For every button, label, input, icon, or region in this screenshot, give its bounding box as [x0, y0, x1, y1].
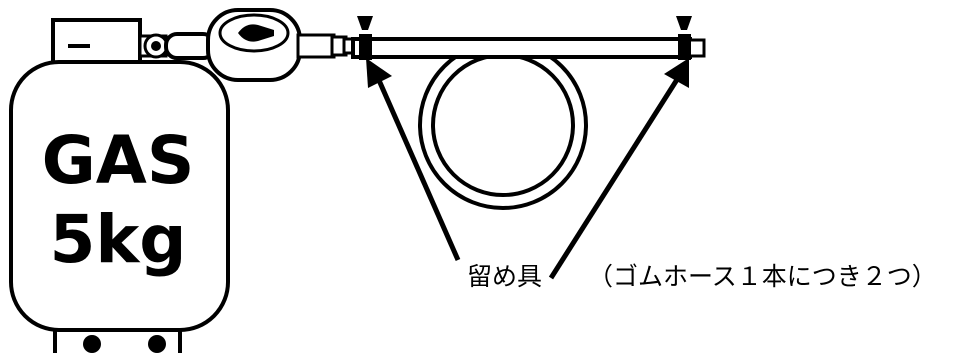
- clamp-left-top: [357, 16, 373, 30]
- gas-cylinder-icon: GAS 5kg: [11, 20, 228, 353]
- clamp-right-top: [676, 16, 692, 30]
- outlet-pipe: [298, 35, 334, 57]
- hose-clamp-icon-left: [357, 16, 373, 60]
- fastener-label: 留め具: [467, 262, 542, 291]
- arrow-left-shaft: [378, 78, 458, 260]
- pressure-regulator-icon: [208, 10, 300, 80]
- outlet-nozzle-icon: [298, 35, 358, 57]
- clamp-left-band: [359, 34, 372, 60]
- hose-clamp-icon-right: [676, 16, 692, 60]
- cylinder-valve-icon: [140, 34, 214, 58]
- fastener-note: （ゴムホース１本につき２つ）: [588, 262, 937, 291]
- foot-wheel-right: [148, 335, 166, 353]
- clamp-right-band: [678, 34, 691, 60]
- foot-wheel-left: [83, 335, 101, 353]
- hose-coil-outer: [420, 42, 586, 208]
- hose-straight-section: [353, 39, 690, 57]
- cylinder-label-gas: GAS: [42, 122, 195, 199]
- hose-coil-inner: [433, 55, 573, 195]
- cylinder-label-weight: 5kg: [49, 201, 186, 278]
- valve-ring-inner: [151, 41, 161, 51]
